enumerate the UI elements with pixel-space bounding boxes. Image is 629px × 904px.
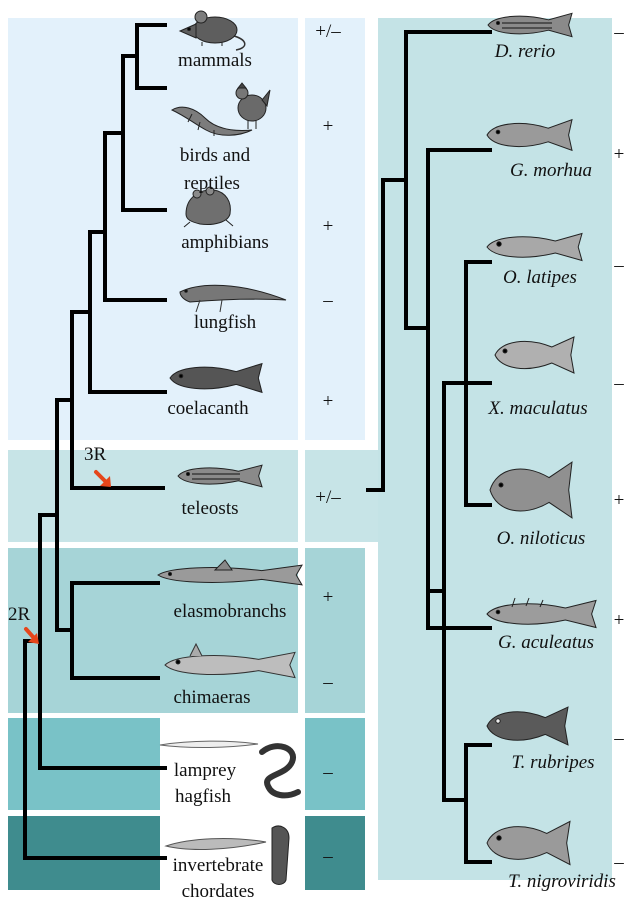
taxon-label: birds and <box>180 145 251 166</box>
taxon-label: lungfish <box>194 312 257 333</box>
taxon-label: teleosts <box>182 498 239 519</box>
sign-cell-tetrapods-coelacanth <box>305 18 365 440</box>
presence-sign: – <box>613 373 624 394</box>
presence-sign: – <box>322 762 333 783</box>
taxon-label: invertebrate <box>173 855 264 876</box>
presence-sign: – <box>322 672 333 693</box>
teleost-presence-signs: – + – – + + – – <box>613 22 624 873</box>
presence-sign: +/– <box>315 21 341 42</box>
presence-sign: + <box>323 587 334 608</box>
band-teleosts <box>8 450 298 542</box>
taxon-label: hagfish <box>175 786 231 807</box>
presence-sign: – <box>322 846 333 867</box>
presence-sign: – <box>322 290 333 311</box>
presence-sign: + <box>614 610 625 631</box>
taxon-label: lamprey <box>174 760 237 781</box>
species-label: T. nigroviridis <box>508 871 616 892</box>
sign-cell-chondrichthyes <box>305 548 365 713</box>
presence-sign: – <box>613 852 624 873</box>
species-label: G. aculeatus <box>498 632 594 653</box>
band-invertebrate-chordates <box>8 816 160 890</box>
species-label: O. niloticus <box>497 528 586 549</box>
presence-sign: – <box>613 22 624 43</box>
duplication-label: 2R <box>8 604 31 625</box>
presence-sign: – <box>613 728 624 749</box>
taxon-label: chimaeras <box>173 687 250 708</box>
sign-cell-cyclostomes <box>305 718 365 810</box>
duplication-label: 3R <box>84 444 107 465</box>
taxon-label: mammals <box>178 50 252 71</box>
presence-sign: + <box>614 144 625 165</box>
species-label: D. rerio <box>494 41 556 62</box>
presence-sign: + <box>614 490 625 511</box>
species-label: T. rubripes <box>511 752 594 773</box>
taxon-label: coelacanth <box>167 398 249 419</box>
sign-cell-invertebrate-chordates <box>305 816 365 890</box>
taxon-label: reptiles <box>184 173 240 194</box>
species-label: O. latipes <box>503 267 577 288</box>
taxon-label: chordates <box>182 881 255 902</box>
presence-sign: + <box>323 116 334 137</box>
presence-sign: + <box>323 391 334 412</box>
band-cyclostomes <box>8 718 160 810</box>
presence-sign: +/– <box>315 487 341 508</box>
species-label: G. morhua <box>510 160 592 181</box>
band-teleosts-connector <box>365 450 378 542</box>
presence-sign: + <box>323 216 334 237</box>
taxon-label: amphibians <box>181 232 269 253</box>
species-label: X. maculatus <box>487 398 587 419</box>
taxon-label: elasmobranchs <box>174 601 287 622</box>
band-teleost-species <box>378 18 612 880</box>
presence-sign: – <box>613 255 624 276</box>
